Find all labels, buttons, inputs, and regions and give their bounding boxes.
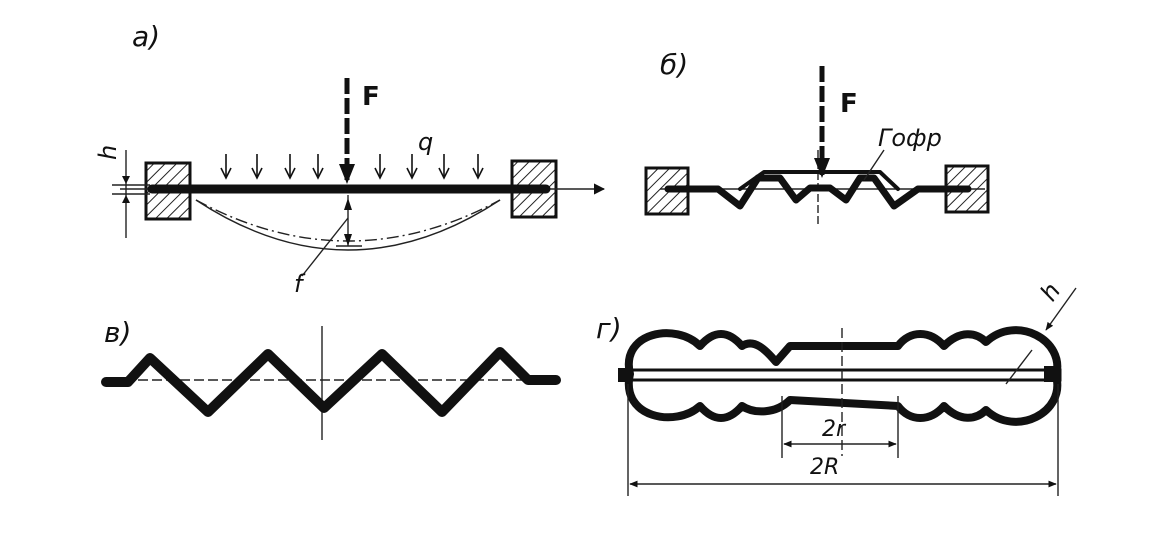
force-label-b: F xyxy=(840,89,858,119)
panel-g: г) h 2r 2R xyxy=(596,278,1077,496)
force-label-a: F xyxy=(362,82,380,112)
thickness-leader-g xyxy=(1045,287,1077,331)
force-arrowhead-b xyxy=(814,158,830,178)
force-arrowhead-a xyxy=(339,164,355,184)
corrugation-leader xyxy=(863,149,885,181)
corrugated-capsule xyxy=(624,326,1062,426)
outer-dim-label: 2R xyxy=(810,455,839,480)
inner-dim-label: 2r xyxy=(822,417,847,442)
distributed-load xyxy=(220,154,484,180)
corrugated-membrane xyxy=(664,174,972,210)
deflection-curve xyxy=(195,199,501,251)
thickness-label-h: h xyxy=(94,145,122,160)
thickness-label-g: h xyxy=(1035,278,1067,307)
panel-b: б) F Гофр xyxy=(644,48,990,226)
deflection-leader xyxy=(301,217,349,277)
panel-g-label: г) xyxy=(596,312,622,345)
panel-v: в) xyxy=(101,316,561,440)
corrugation-label: Гофр xyxy=(878,124,942,152)
panel-v-label: в) xyxy=(104,316,131,349)
inner-rod xyxy=(618,368,1062,382)
panel-a-label: а) xyxy=(132,20,160,53)
load-label-q: q xyxy=(418,128,433,156)
panel-a: а) F q h xyxy=(94,20,606,298)
panel-b-label: б) xyxy=(660,48,688,81)
zigzag-profile xyxy=(101,347,561,417)
